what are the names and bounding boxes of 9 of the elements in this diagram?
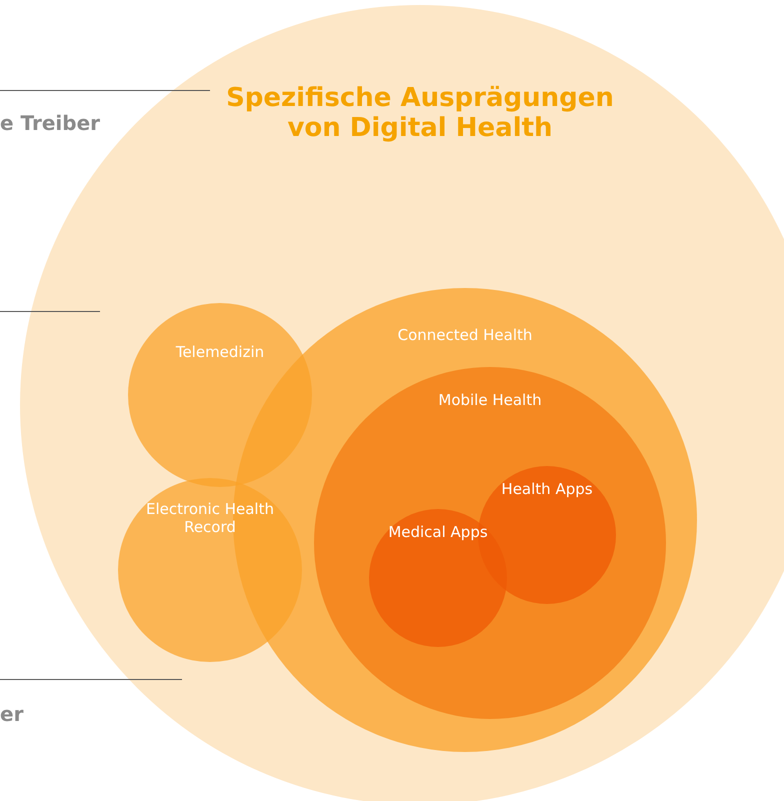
diagram-heading: Spezifische Ausprägungen von Digital Health bbox=[225, 83, 615, 143]
circle-label: Electronic Health Record bbox=[145, 500, 275, 536]
circle-label: Medical Apps bbox=[387, 523, 489, 541]
side-label: e Treiber bbox=[0, 111, 100, 135]
circle-label: Telemedizin bbox=[174, 343, 266, 361]
circle-label: Health Apps bbox=[500, 480, 594, 498]
circle-label: Connected Health bbox=[396, 326, 534, 344]
circle-label: Mobile Health bbox=[437, 391, 543, 409]
side-label: er bbox=[0, 702, 24, 726]
